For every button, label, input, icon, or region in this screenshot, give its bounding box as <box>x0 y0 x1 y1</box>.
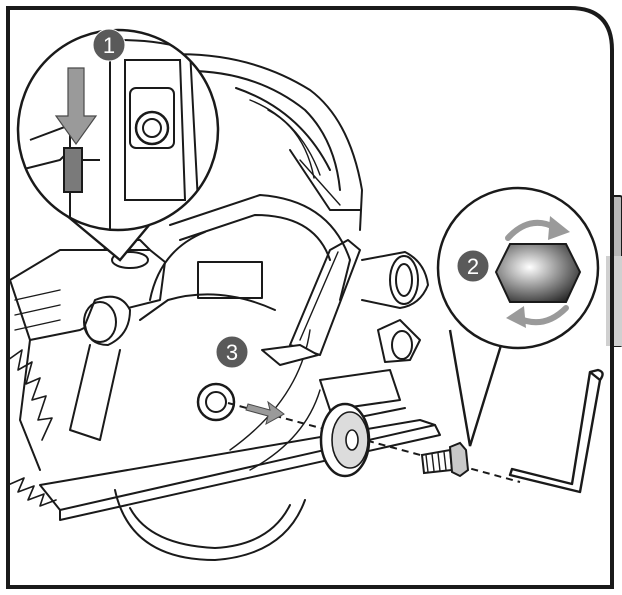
dust-port <box>361 251 429 309</box>
blade-teeth <box>8 349 57 507</box>
svg-text:2: 2 <box>467 254 479 279</box>
remove-direction-arrow-icon <box>245 400 285 425</box>
push-down-arrow-icon <box>54 67 98 146</box>
step-badge-2: 2 <box>456 249 490 283</box>
saw-blade <box>114 329 321 561</box>
step-badge-1: 1 <box>92 28 126 62</box>
svg-text:3: 3 <box>226 340 238 365</box>
front-knob <box>9 239 166 471</box>
hex-bolt-head-icon <box>494 243 582 303</box>
depth-knob <box>377 319 421 363</box>
blade-bolt <box>420 441 470 478</box>
blade-guard <box>139 194 351 321</box>
arbor <box>196 382 236 422</box>
hex-wrench <box>508 368 604 494</box>
outer-washer <box>319 402 371 478</box>
guard-lever <box>261 239 361 366</box>
frame-border <box>6 6 614 589</box>
lock-zoom-callout <box>16 28 220 262</box>
hex-zoom-callout <box>436 186 600 447</box>
step-badge-3: 3 <box>215 335 249 369</box>
svg-text:1: 1 <box>103 33 115 58</box>
